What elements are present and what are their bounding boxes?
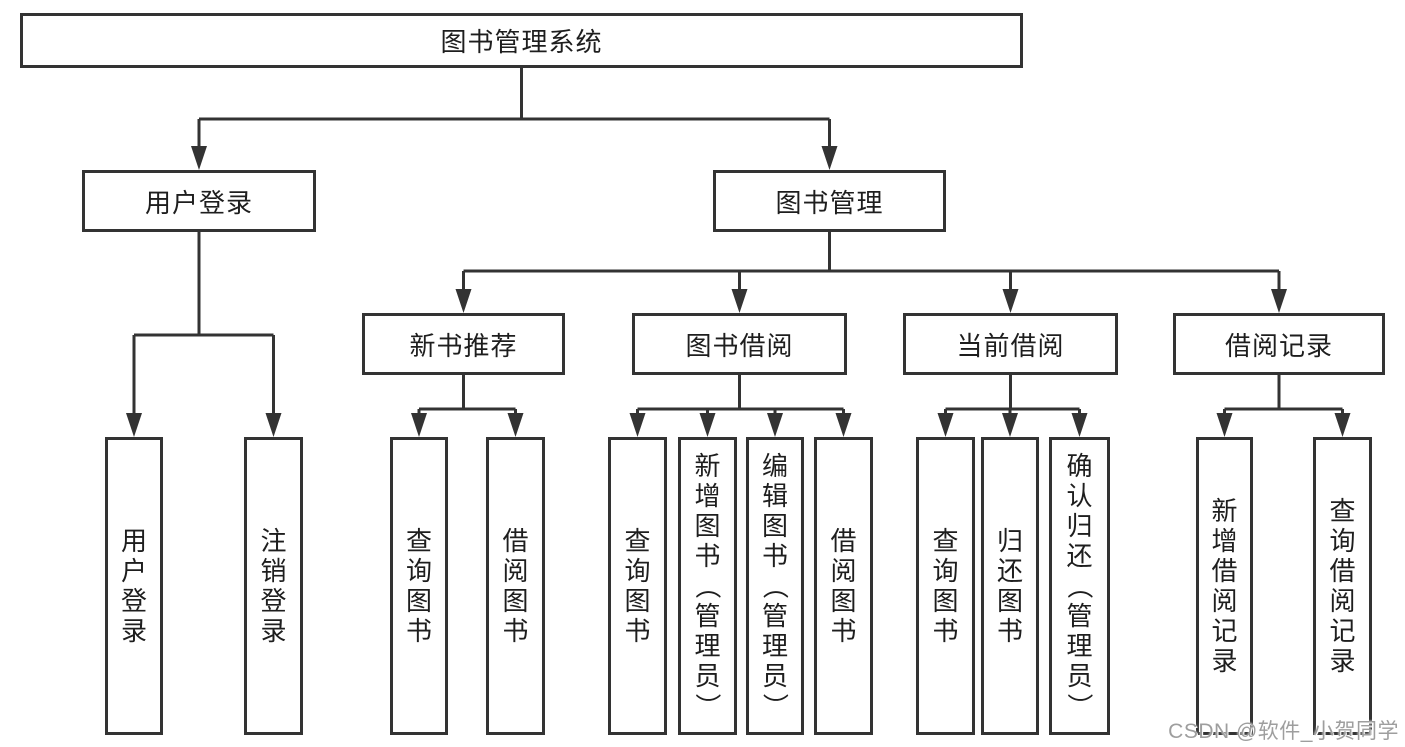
node-add-borrow-record: 新增借阅记录: [1196, 437, 1253, 735]
node-borrow-books-recommend: 借阅图书: [486, 437, 545, 735]
node-borrowing-records: 借阅记录: [1173, 313, 1385, 375]
node-book-management: 图书管理: [713, 170, 946, 232]
connector-user-login-children: [126, 232, 282, 437]
node-book-borrowing: 图书借阅: [632, 313, 847, 375]
node-query-borrow-record: 查询借阅记录: [1313, 437, 1372, 735]
csdn-watermark: CSDN @软件_小贺同学: [1168, 720, 1399, 743]
node-user-login: 用户登录: [82, 170, 316, 232]
node-add-books-admin: 新增图书（管理员）: [678, 437, 737, 735]
connector-book-borrowing-children: [629, 375, 852, 437]
node-query-books-recommend: 查询图书: [390, 437, 448, 735]
node-return-books: 归还图书: [981, 437, 1039, 735]
node-query-books-borrowing: 查询图书: [608, 437, 667, 735]
node-root-system: 图书管理系统: [20, 13, 1023, 68]
connector-current-borrowing-children: [937, 375, 1088, 437]
node-logout-leaf: 注销登录: [244, 437, 303, 735]
connector-new-book-children: [411, 375, 524, 437]
node-borrow-books-leaf: 借阅图书: [814, 437, 873, 735]
node-query-books-current: 查询图书: [916, 437, 975, 735]
connector-root-to-level2: [191, 68, 838, 170]
node-edit-books-admin: 编辑图书（管理员）: [746, 437, 804, 735]
connector-book-management-children: [455, 232, 1287, 313]
node-new-book-recommendation: 新书推荐: [362, 313, 565, 375]
node-current-borrowing: 当前借阅: [903, 313, 1118, 375]
node-confirm-return-admin: 确认归还（管理员）: [1049, 437, 1110, 735]
connector-borrowing-records-children: [1216, 375, 1351, 437]
node-user-login-leaf: 用户登录: [105, 437, 163, 735]
